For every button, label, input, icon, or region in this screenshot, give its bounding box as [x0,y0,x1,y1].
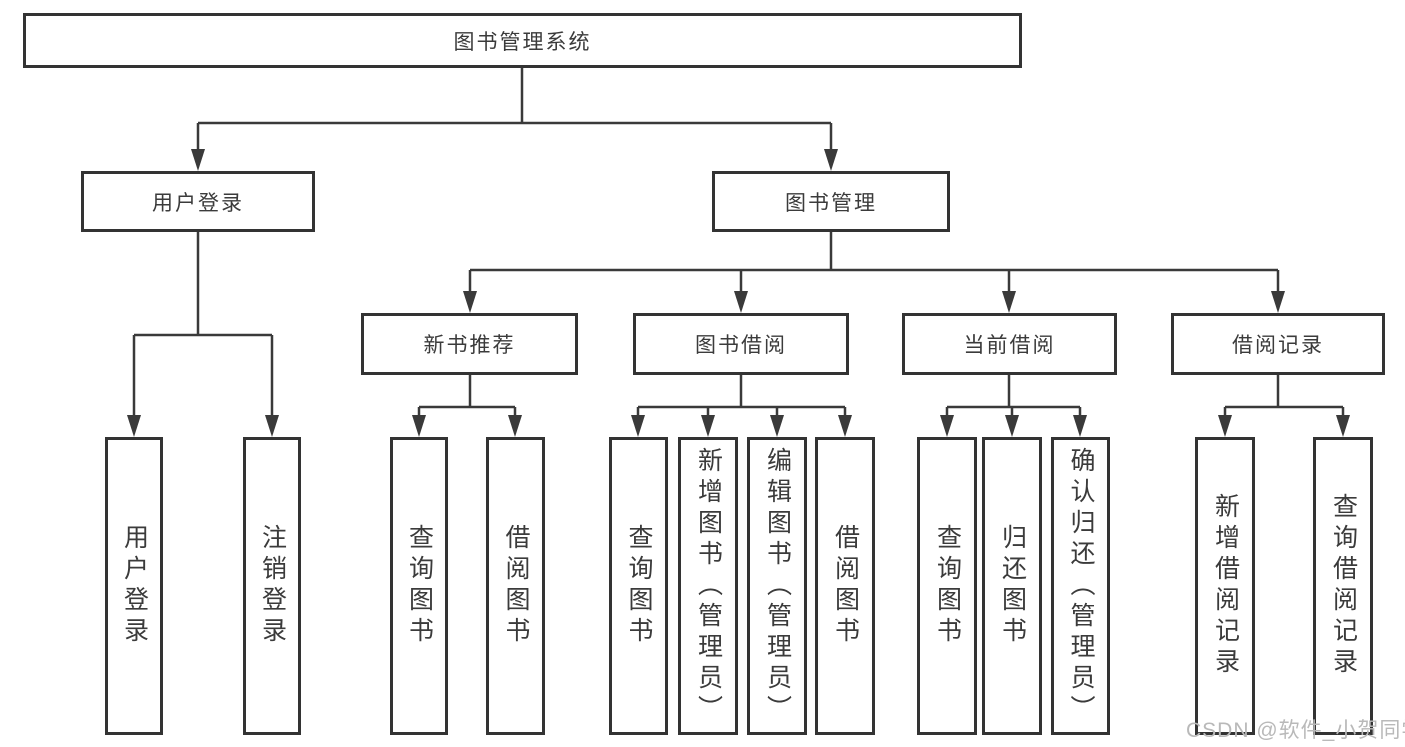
node-user-login: 用户登录 [81,171,315,232]
leaf-confirm-return-admin: 确认归还（管理员） [1051,437,1110,735]
watermark: CSDN @软件_小贺同学 [1186,719,1405,742]
leaf-add-borrow-record: 新增借阅记录 [1195,437,1255,735]
node-book-management: 图书管理 [712,171,950,232]
leaf-query-books-current: 查询图书 [917,437,977,735]
node-current-borrowing: 当前借阅 [902,313,1117,375]
leaf-query-books-recommend: 查询图书 [390,437,448,735]
arrowheads [127,149,1350,437]
leaf-borrow-books-recommend: 借阅图书 [486,437,545,735]
leaf-user-login: 用户登录 [105,437,163,735]
leaf-add-book-admin: 新增图书（管理员） [678,437,738,735]
leaf-borrow-books: 借阅图书 [815,437,875,735]
leaf-edit-book-admin: 编辑图书（管理员） [747,437,807,735]
node-library-system: 图书管理系统 [23,13,1022,68]
leaf-logout: 注销登录 [243,437,301,735]
node-new-book-recommendation: 新书推荐 [361,313,578,375]
leaf-query-borrow-record: 查询借阅记录 [1313,437,1373,735]
node-book-borrowing: 图书借阅 [633,313,849,375]
leaf-query-books-borrow: 查询图书 [609,437,668,735]
connector-paths [132,68,1345,418]
node-borrowing-records: 借阅记录 [1171,313,1385,375]
leaf-return-book: 归还图书 [982,437,1042,735]
